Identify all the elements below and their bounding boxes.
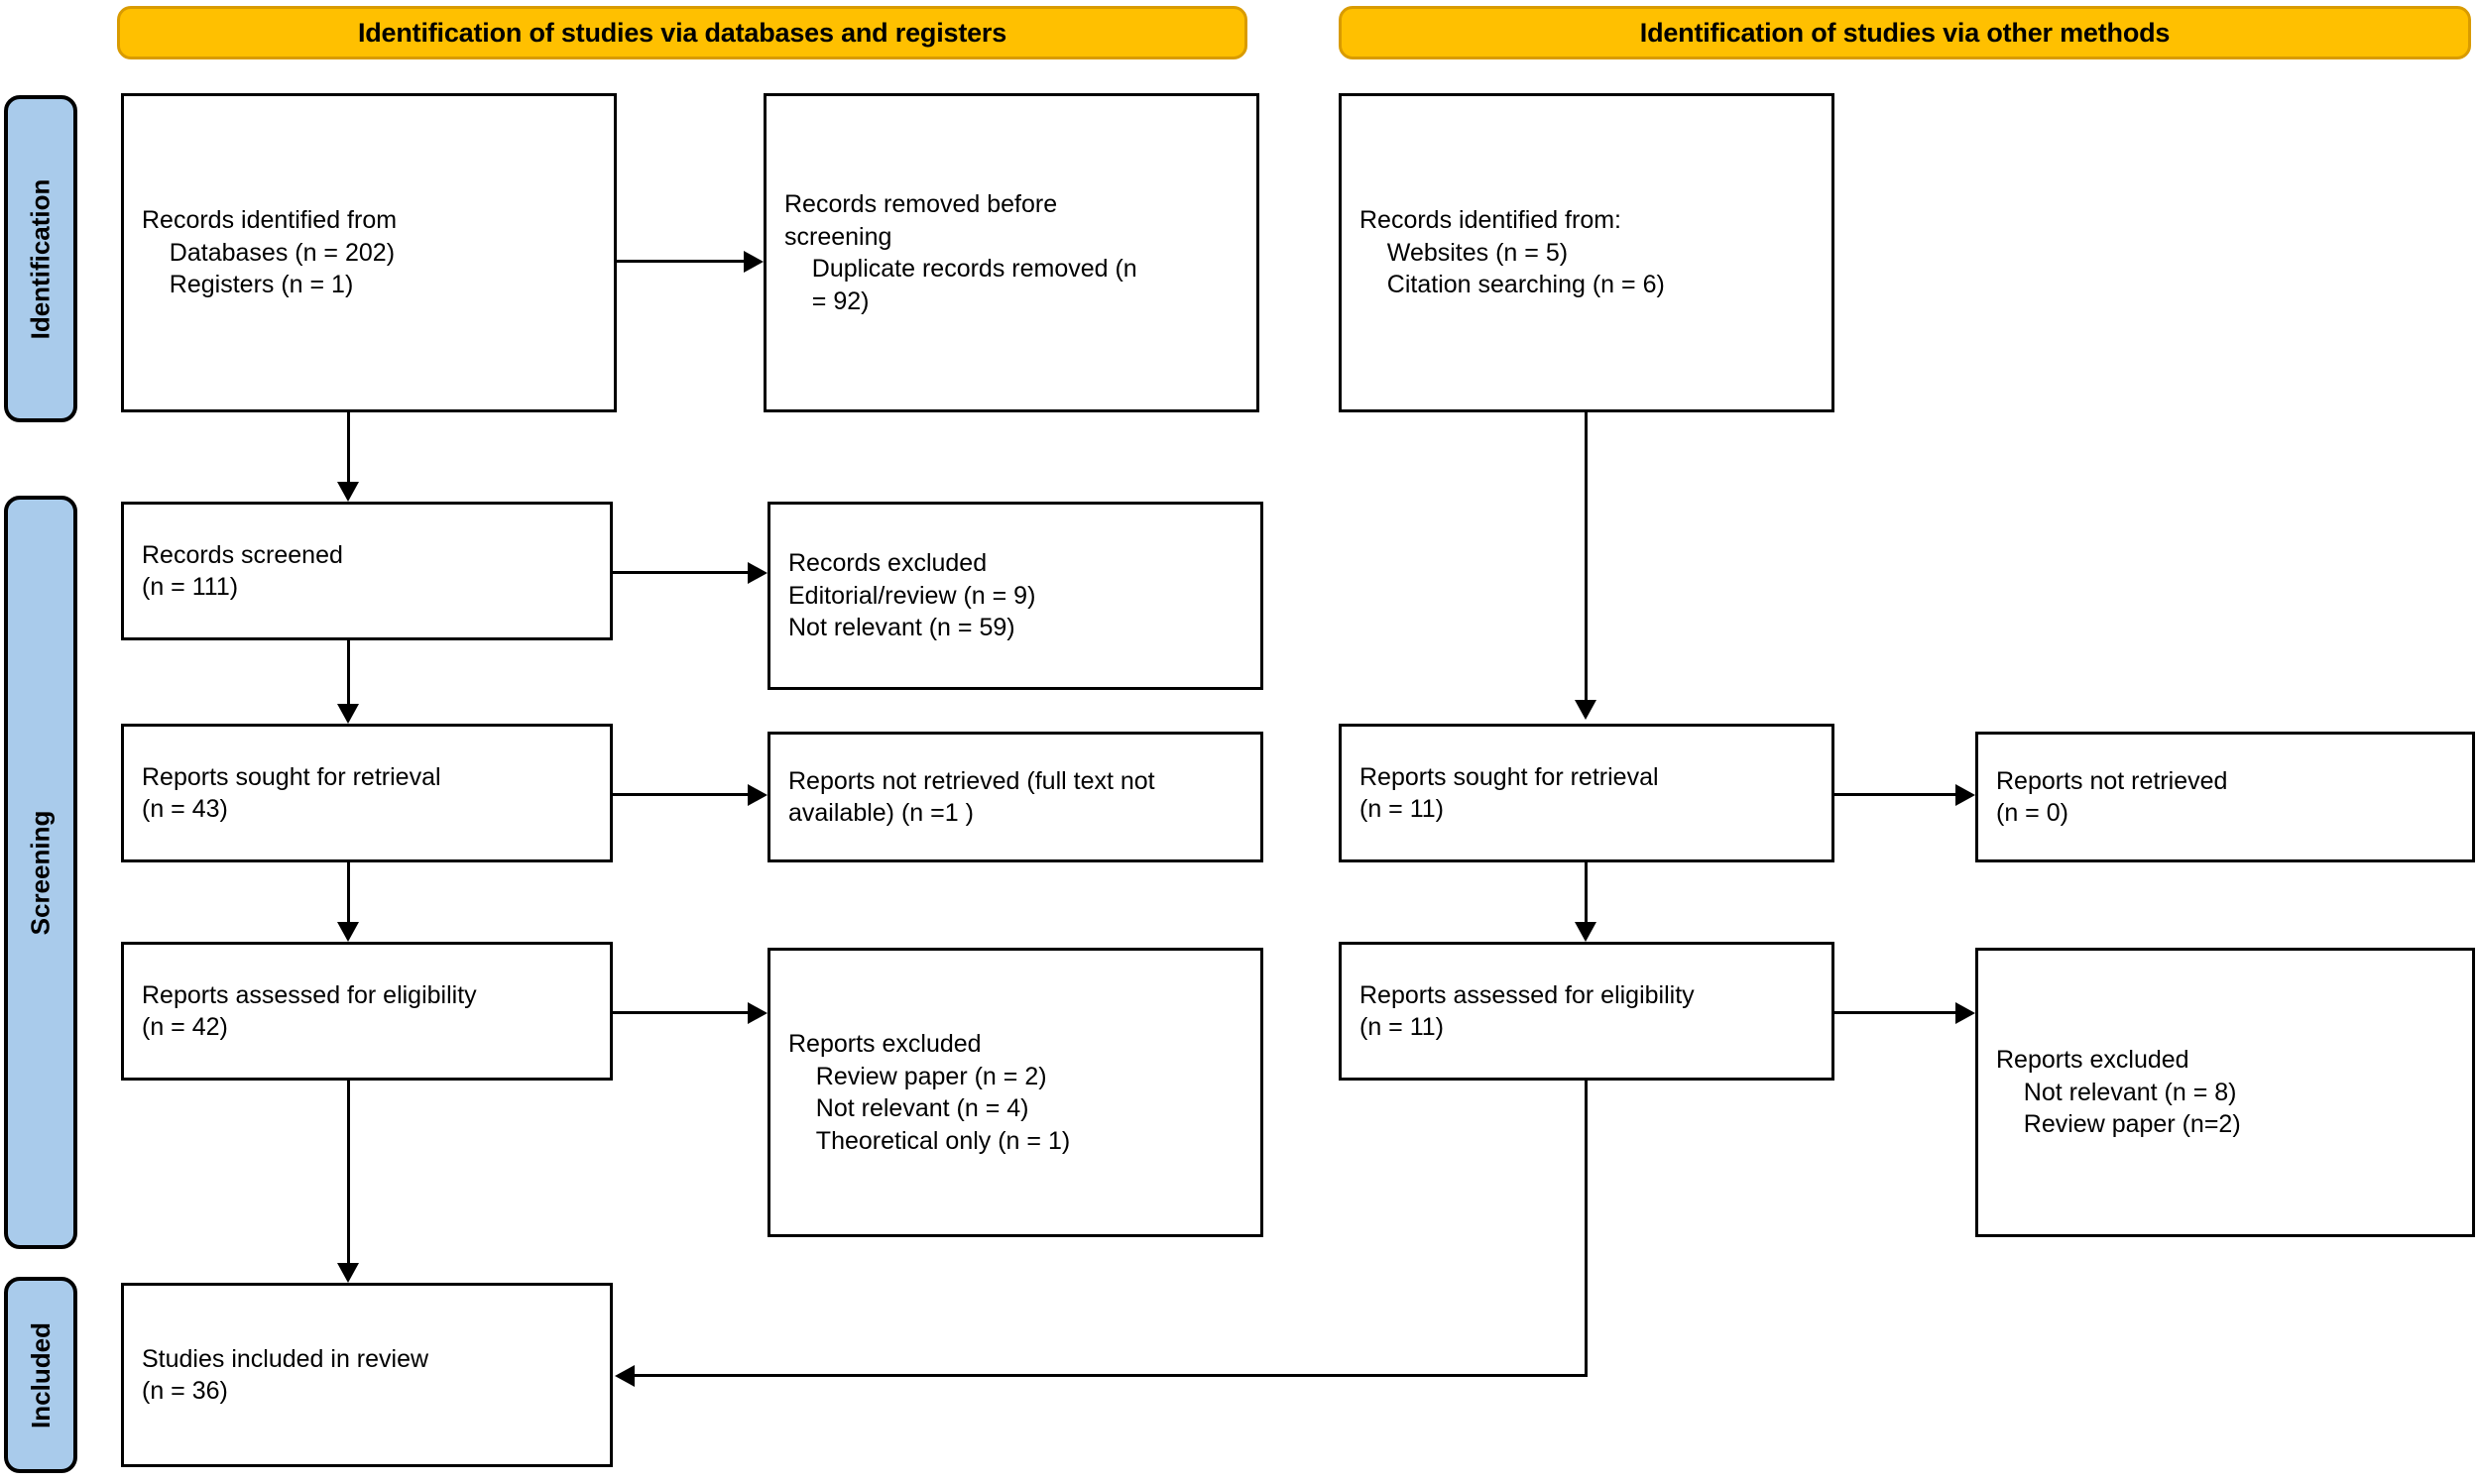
connector-sought-to-not-retrieved-left [613, 793, 748, 796]
arrowhead-assessed-right-to-included [615, 1365, 635, 1387]
connector-sought-to-not-retrieved-right [1834, 793, 1955, 796]
arrowhead-identified-to-screened [337, 482, 359, 502]
box-reports-assessed-eligibility-right: Reports assessed for eligibility (n = 11… [1339, 942, 1834, 1081]
stage-identification-label: Identification [25, 178, 56, 339]
box-studies-included-text: Studies included in review (n = 36) [142, 1344, 429, 1406]
stage-identification: Identification [4, 95, 77, 422]
box-reports-excluded-left: Reports excluded Review paper (n = 2) No… [767, 948, 1263, 1237]
box-reports-not-retrieved-left-text: Reports not retrieved (full text not ava… [788, 766, 1155, 828]
banner-other-methods-label: Identification of studies via other meth… [1639, 17, 2171, 48]
connector-assessed-to-excluded-right [1834, 1011, 1955, 1014]
arrowhead-sought-to-not-retrieved-right [1955, 784, 1975, 806]
arrowhead-sought-to-assessed-left [337, 922, 359, 942]
box-records-excluded: Records excluded Editorial/review (n = 9… [767, 502, 1263, 690]
connector-screened-to-excluded [613, 571, 748, 574]
box-reports-sought-retrieval-left: Reports sought for retrieval (n = 43) [121, 724, 613, 862]
box-records-identified-databases-text: Records identified from Databases (n = 2… [142, 206, 398, 299]
box-records-identified-other-methods: Records identified from: Websites (n = 5… [1339, 93, 1834, 412]
stage-included-label: Included [25, 1321, 56, 1428]
box-reports-not-retrieved-left: Reports not retrieved (full text not ava… [767, 732, 1263, 862]
connector-assessed-right-to-included-horizontal [635, 1374, 1588, 1377]
arrowhead-sought-to-not-retrieved-left [748, 784, 767, 806]
connector-identified-other-to-sought-right [1585, 412, 1588, 700]
box-reports-not-retrieved-right-text: Reports not retrieved (n = 0) [1996, 766, 2228, 828]
box-records-removed-before-screening: Records removed before screening Duplica… [764, 93, 1259, 412]
box-reports-assessed-right-text: Reports assessed for eligibility (n = 11… [1359, 980, 1695, 1042]
box-reports-excluded-right-text: Reports excluded Not relevant (n = 8) Re… [1996, 1046, 2241, 1139]
arrowhead-assessed-to-excluded-right [1955, 1002, 1975, 1024]
box-records-screened: Records screened (n = 111) [121, 502, 613, 640]
connector-identified-to-screened [347, 412, 350, 482]
stage-screening-label: Screening [25, 810, 56, 935]
banner-databases-registers: Identification of studies via databases … [117, 6, 1247, 59]
arrowhead-screened-to-excluded [748, 562, 767, 584]
banner-other-methods: Identification of studies via other meth… [1339, 6, 2471, 59]
stage-screening: Screening [4, 496, 77, 1249]
arrowhead-screened-to-sought [337, 704, 359, 724]
box-reports-sought-right-text: Reports sought for retrieval (n = 11) [1359, 762, 1659, 824]
connector-assessed-to-included [347, 1081, 350, 1263]
box-reports-assessed-left-text: Reports assessed for eligibility (n = 42… [142, 980, 477, 1042]
box-reports-sought-retrieval-right: Reports sought for retrieval (n = 11) [1339, 724, 1834, 862]
box-records-screened-text: Records screened (n = 111) [142, 540, 343, 602]
arrowhead-assessed-to-included [337, 1263, 359, 1283]
box-studies-included-in-review: Studies included in review (n = 36) [121, 1283, 613, 1467]
connector-identified-to-removed [617, 260, 744, 263]
box-reports-excluded-right: Reports excluded Not relevant (n = 8) Re… [1975, 948, 2475, 1237]
box-records-excluded-text: Records excluded Editorial/review (n = 9… [788, 549, 1036, 642]
box-reports-not-retrieved-right: Reports not retrieved (n = 0) [1975, 732, 2475, 862]
connector-sought-to-assessed-right [1585, 862, 1588, 922]
banner-databases-label: Identification of studies via databases … [357, 17, 1007, 48]
arrowhead-sought-to-assessed-right [1575, 922, 1596, 942]
connector-assessed-to-excluded-left [613, 1011, 748, 1014]
box-reports-excluded-left-text: Reports excluded Review paper (n = 2) No… [788, 1030, 1071, 1155]
arrowhead-assessed-to-excluded-left [748, 1002, 767, 1024]
box-records-identified-databases: Records identified from Databases (n = 2… [121, 93, 617, 412]
connector-screened-to-sought [347, 640, 350, 704]
box-reports-sought-left-text: Reports sought for retrieval (n = 43) [142, 762, 441, 824]
connector-assessed-right-to-included-vertical [1585, 1081, 1588, 1377]
arrowhead-identified-to-removed [744, 251, 764, 273]
connector-sought-to-assessed-left [347, 862, 350, 922]
box-records-identified-other-text: Records identified from: Websites (n = 5… [1359, 206, 1665, 299]
box-reports-assessed-eligibility-left: Reports assessed for eligibility (n = 42… [121, 942, 613, 1081]
arrowhead-identified-other-to-sought-right [1575, 700, 1596, 720]
box-records-removed-text: Records removed before screening Duplica… [784, 190, 1137, 315]
stage-included: Included [4, 1277, 77, 1473]
